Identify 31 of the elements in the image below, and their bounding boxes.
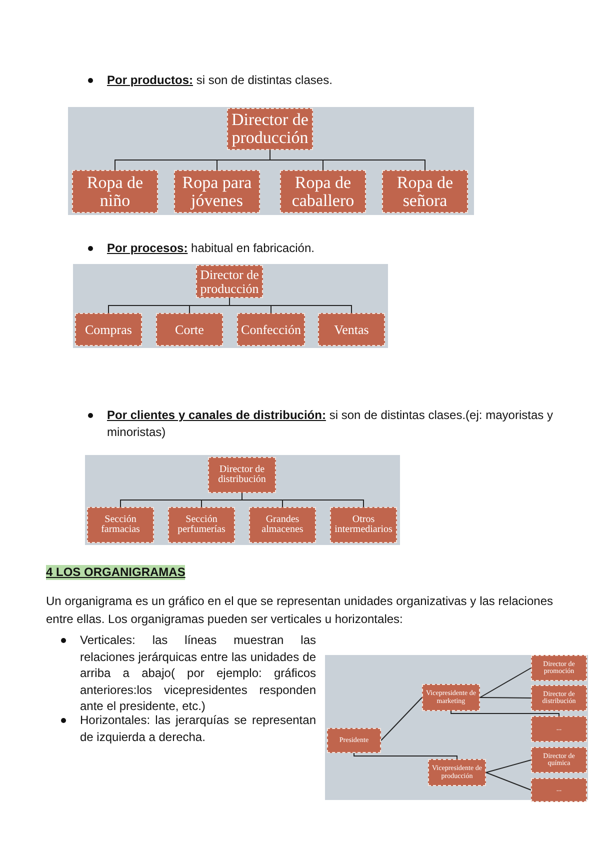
connector-line <box>354 752 458 760</box>
connector-line <box>380 697 422 741</box>
paragraph: Un organigrama es un gráfico en el que se representan unidades organizativas y las relaciones entre ellas. Los organigramas pueden ser verticales u horizontales: <box>46 593 553 628</box>
org-box: Ventas <box>318 313 385 346</box>
org-box: Ropa de caballero <box>280 170 366 213</box>
org-box: Director de producción <box>196 265 263 298</box>
connector-line <box>486 760 532 773</box>
bullet-text: Horizontales: las jerarquías se representan de izquierda a derecha. <box>80 712 316 745</box>
org-box: Director de distribución <box>208 457 276 493</box>
org-box: Sección perfumerías <box>168 507 235 543</box>
bullet-text: Verticales: las líneas muestran las relaciones jerárquicas entre las unidades de arriba a abajo( por ejemplo: gráficos anteriores:los vicepresidentes responden ante el presidente, etc.) <box>80 632 316 714</box>
bullet-text: Por procesos: habitual en fabricación. <box>107 240 316 257</box>
org-box: Sección farmacias <box>87 507 154 543</box>
connector-line <box>486 772 532 790</box>
org-box: Ropa de señora <box>382 170 468 213</box>
org-box: Corte <box>156 313 223 346</box>
org-box: Ropa de niño <box>72 170 158 213</box>
org-box: Confección <box>237 313 305 346</box>
connector-line <box>480 697 532 698</box>
section-heading: 4 LOS ORGANIGRAMAS <box>46 565 186 580</box>
org-box: Otros intermediarios <box>330 507 397 543</box>
org-box: Grandes almacenes <box>249 507 316 543</box>
org-box: Ropa para jóvenes <box>174 170 260 213</box>
bullet-text: Por productos: si son de distintas clases. <box>107 72 334 89</box>
bullet-text: Por clientes y canales de distribución: si son de distintas clases.(ej: mayoristas y minoristas) <box>107 407 553 441</box>
connector-line <box>480 668 532 698</box>
connector-line <box>229 298 352 314</box>
org-box: Director de producción <box>227 108 313 150</box>
connector-line <box>270 150 426 170</box>
connector-line <box>450 710 560 716</box>
org-box: Compras <box>75 313 142 346</box>
